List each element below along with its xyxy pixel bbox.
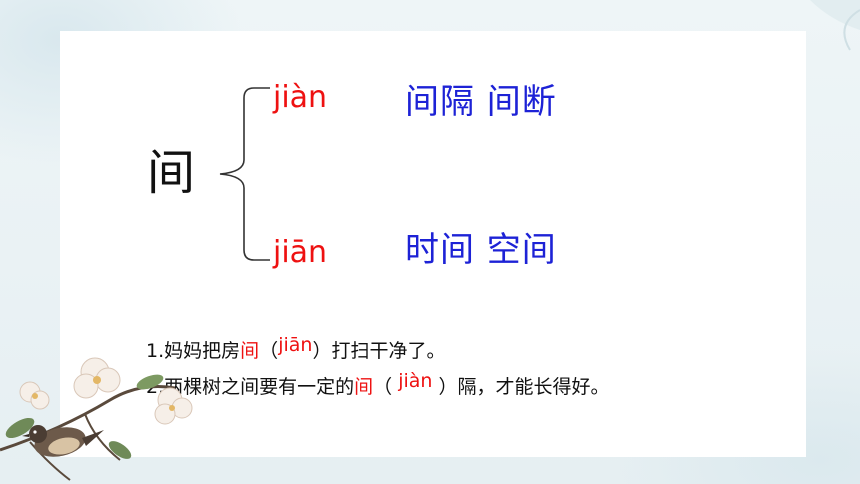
brace-icon <box>219 87 270 261</box>
target-character: 间 <box>240 340 260 362</box>
sentence-text: 两棵树之间要有一定的 <box>164 376 355 398</box>
sentence-text: 隔，才能长得好。 <box>457 376 610 398</box>
close-paren: ） <box>312 340 332 362</box>
magnolia-bird-decoration <box>0 357 193 481</box>
pinyin-jian4: jiàn <box>273 80 328 115</box>
sentence-text: 打扫干净了。 <box>331 340 446 362</box>
open-paren: （ <box>373 376 399 398</box>
close-paren: ） <box>432 376 458 398</box>
answer-pinyin: jiān <box>278 334 313 356</box>
sentence-2: 2.两棵树之间要有一定的间（ jiàn ）隔，才能长得好。 <box>146 370 610 400</box>
target-character: 间 <box>354 376 374 398</box>
answer-pinyin: jiàn <box>398 370 433 392</box>
content-card <box>60 31 806 457</box>
words-jian1: 时间 空间 <box>405 230 557 270</box>
leaf-decoration <box>810 0 860 51</box>
main-character: 间 <box>147 145 196 201</box>
words-jian4: 间隔 间断 <box>405 82 557 122</box>
sentence-text: 妈妈把房 <box>164 340 241 362</box>
open-paren: （ <box>259 340 279 362</box>
sentence-1: 1.妈妈把房间（jiān）打扫干净了。 <box>146 334 446 364</box>
sentence-number: 1. <box>146 340 165 362</box>
pinyin-jian1: jiān <box>273 235 328 270</box>
